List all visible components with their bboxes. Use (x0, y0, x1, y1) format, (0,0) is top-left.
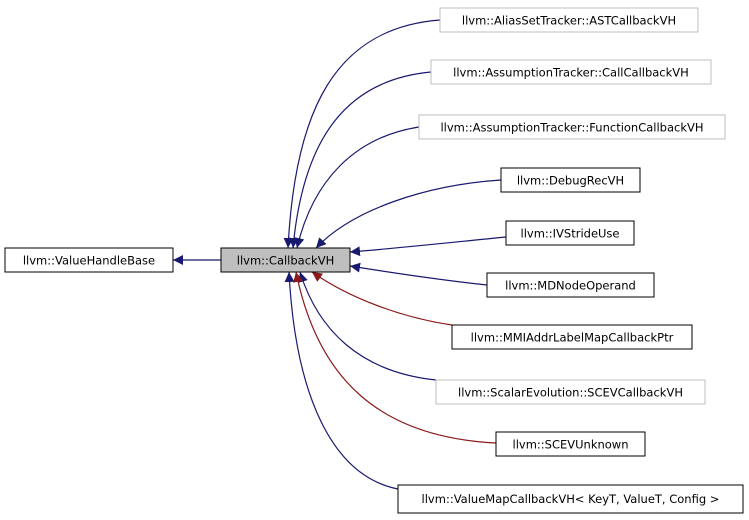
edge-scevcallbackvh (298, 271, 437, 381)
edge-callcallbackvh (288, 71, 432, 249)
edge-scevunknown (293, 271, 497, 444)
edge-ivstrideuse (349, 236, 507, 257)
node-functioncallbackvh[interactable]: llvm::AssumptionTracker::FunctionCallbac… (418, 114, 726, 140)
edges (173, 19, 507, 491)
node-callcallbackvh[interactable]: llvm::AssumptionTracker::CallCallbackVH (430, 59, 712, 85)
node-label: llvm::DebugRecVH (517, 174, 624, 188)
node-label: llvm::CallbackVH (237, 254, 334, 268)
node-debugrecvh[interactable]: llvm::DebugRecVH (500, 167, 641, 193)
edge-debugrecvh (315, 179, 502, 249)
node-callbackvh[interactable]: llvm::CallbackVH (220, 247, 351, 273)
node-label: llvm::MMIAddrLabelMapCallbackPtr (471, 331, 674, 345)
node-label: llvm::MDNodeOperand (505, 279, 636, 293)
node-label: llvm::SCEVUnknown (513, 438, 629, 452)
node-label: llvm::ValueMapCallbackVH< KeyT, ValueT, … (422, 492, 720, 506)
edge-functioncallbackvh (294, 126, 420, 249)
edge-mdnodeoperand (349, 262, 488, 286)
edge-mmiaddrlabelmapcallbackptr (311, 271, 453, 326)
node-label: llvm::AssumptionTracker::FunctionCallbac… (440, 121, 703, 135)
node-mdnodeoperand[interactable]: llvm::MDNodeOperand (486, 272, 655, 298)
node-mmiaddrlabelmapcallbackptr[interactable]: llvm::MMIAddrLabelMapCallbackPtr (451, 324, 693, 350)
node-ivstrideuse[interactable]: llvm::IVStrideUse (505, 220, 635, 246)
node-label: llvm::AliasSetTracker::ASTCallbackVH (462, 14, 676, 28)
edge-astcallbackvh (283, 19, 441, 249)
node-label: llvm::ScalarEvolution::SCEVCallbackVH (458, 386, 683, 400)
node-scevcallbackvh[interactable]: llvm::ScalarEvolution::SCEVCallbackVH (435, 379, 706, 405)
node-valuehandlebase[interactable]: llvm::ValueHandleBase (4, 247, 174, 273)
nodes: llvm::ValueHandleBase llvm::CallbackVH l… (4, 7, 744, 514)
node-valuemapcallbackvh[interactable]: llvm::ValueMapCallbackVH< KeyT, ValueT, … (397, 484, 744, 514)
node-scevunknown[interactable]: llvm::SCEVUnknown (495, 431, 646, 457)
node-label: llvm::ValueHandleBase (23, 254, 155, 268)
node-astcallbackvh[interactable]: llvm::AliasSetTracker::ASTCallbackVH (439, 7, 699, 33)
node-label: llvm::IVStrideUse (521, 227, 620, 241)
edge-valuemapcallbackvh (284, 271, 405, 491)
node-label: llvm::AssumptionTracker::CallCallbackVH (453, 66, 689, 80)
